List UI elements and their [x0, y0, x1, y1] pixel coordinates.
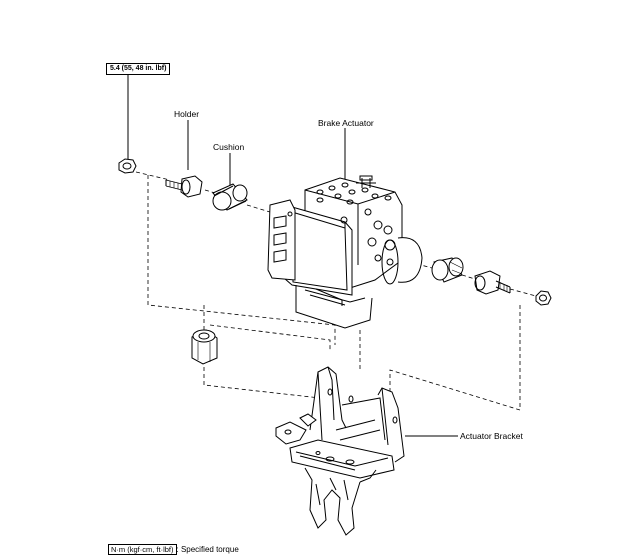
- holder-right: [474, 270, 511, 295]
- torque-spec-box: 5.4 (55, 48 in. lbf): [106, 63, 171, 75]
- lower-cushion: [191, 329, 218, 365]
- legend: N·m (kgf·cm, ft·lbf): Specified torque: [108, 544, 239, 555]
- cushion-left: [212, 183, 248, 211]
- legend-description: : Specified torque: [176, 545, 239, 554]
- brake-actuator-label: Brake Actuator: [318, 118, 374, 128]
- actuator-bracket-label: Actuator Bracket: [460, 431, 523, 441]
- actuator-bracket: [275, 366, 405, 536]
- nut-right: [535, 290, 552, 306]
- nut-left: [118, 158, 137, 174]
- legend-units-box: N·m (kgf·cm, ft·lbf): [108, 544, 177, 555]
- cushion-right: [431, 257, 464, 283]
- cushion-label: Cushion: [213, 142, 245, 152]
- holder-label: Holder: [174, 109, 200, 119]
- brake-actuator-body: [267, 175, 423, 329]
- holder-left: [165, 175, 203, 198]
